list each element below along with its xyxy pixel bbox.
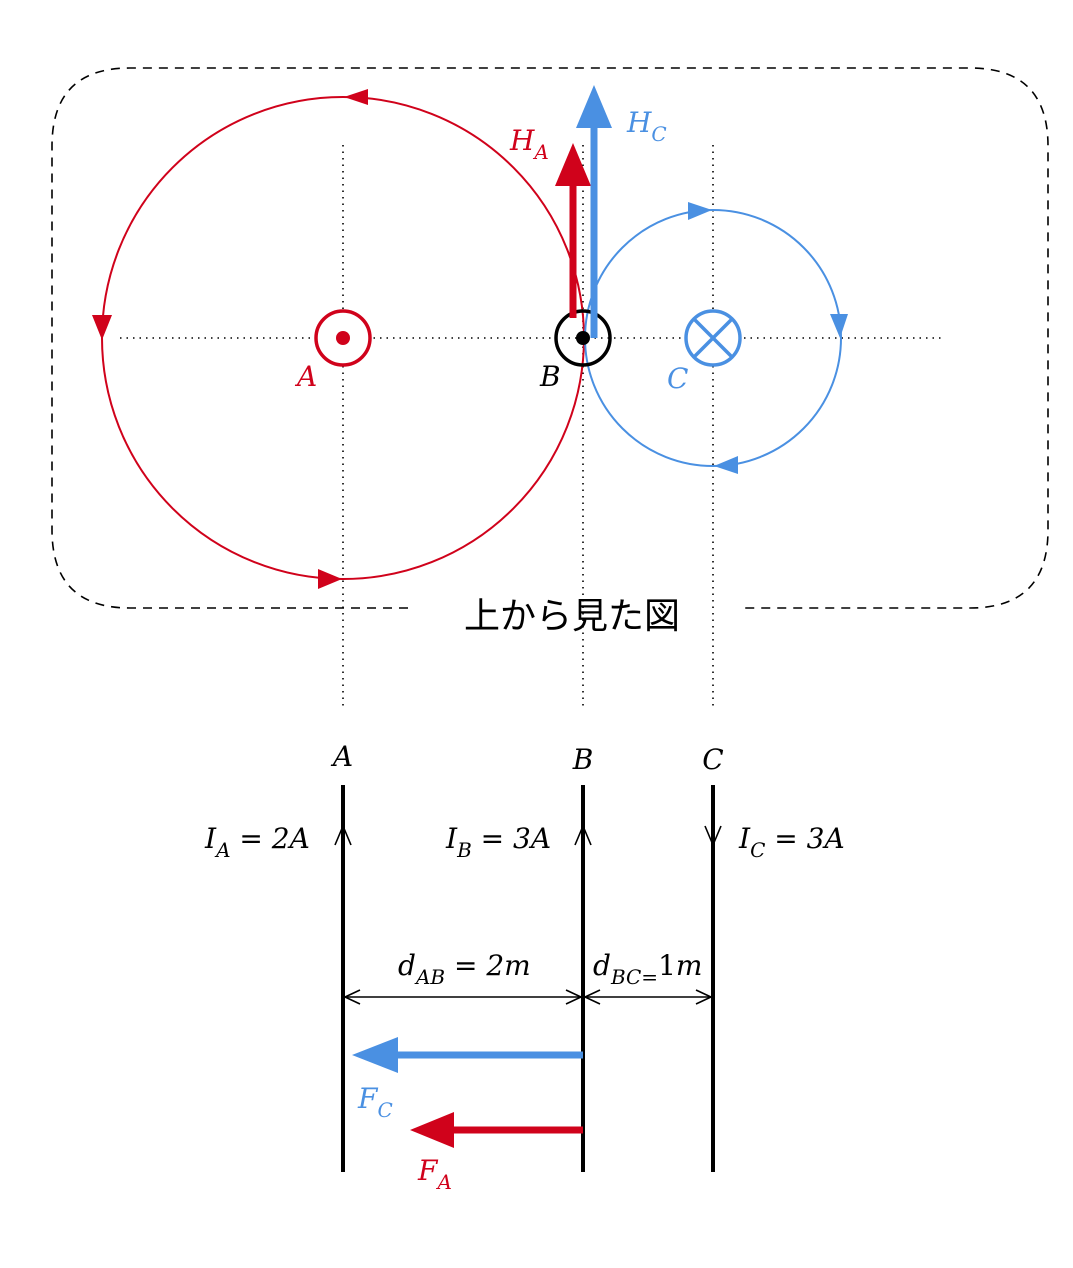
field-c-arrow-bottom bbox=[714, 456, 738, 474]
top-view: A B C HA HC 上から見た図 bbox=[51, 67, 1049, 710]
wire-label-c: C bbox=[702, 743, 723, 776]
force-vector-fa bbox=[410, 1112, 583, 1148]
wire-c-into-page-symbol bbox=[684, 309, 742, 367]
side-view: A B C IA = 2A IB = 3A IC = 3A dAB = 2m d… bbox=[204, 740, 845, 1194]
wire-label-b: B bbox=[572, 743, 594, 776]
dimension-line-ab bbox=[343, 989, 583, 1005]
current-label-a: IA = 2A bbox=[204, 822, 310, 862]
current-arrow-c bbox=[704, 825, 722, 848]
wire-label-a: A bbox=[330, 740, 353, 773]
field-c-arrow-top bbox=[688, 202, 712, 220]
dimension-line-bc bbox=[583, 989, 713, 1005]
label-point-a: A bbox=[294, 360, 317, 393]
field-vector-hc bbox=[576, 85, 612, 338]
current-arrow-b bbox=[574, 823, 592, 846]
guide-lines bbox=[120, 145, 942, 710]
field-a-arrow-bottom bbox=[318, 569, 342, 589]
top-view-frame bbox=[51, 67, 1049, 609]
current-label-c: IC = 3A bbox=[738, 822, 845, 862]
field-a-arrow-left bbox=[92, 315, 112, 340]
current-arrow-a bbox=[334, 823, 352, 846]
wire-a-out-of-page-symbol bbox=[314, 309, 372, 367]
wire-b-out-of-page-symbol bbox=[554, 309, 612, 367]
label-point-b: B bbox=[539, 360, 561, 393]
field-c-arrow-right bbox=[830, 314, 848, 338]
label-field-ha: HA bbox=[509, 124, 549, 164]
label-point-c: C bbox=[667, 362, 688, 395]
force-vector-fc bbox=[352, 1037, 583, 1073]
distance-label-ab: dAB = 2m bbox=[398, 949, 531, 989]
distance-label-bc: dBC=1m bbox=[593, 949, 702, 989]
force-label-fa: FA bbox=[417, 1154, 452, 1194]
force-label-fc: FC bbox=[357, 1082, 393, 1122]
current-label-b: IB = 3A bbox=[445, 822, 551, 862]
field-a-arrow-top bbox=[344, 89, 368, 105]
top-view-caption: 上から見た図 bbox=[464, 596, 680, 637]
field-vector-ha bbox=[555, 143, 591, 318]
label-field-hc: HC bbox=[626, 106, 667, 146]
